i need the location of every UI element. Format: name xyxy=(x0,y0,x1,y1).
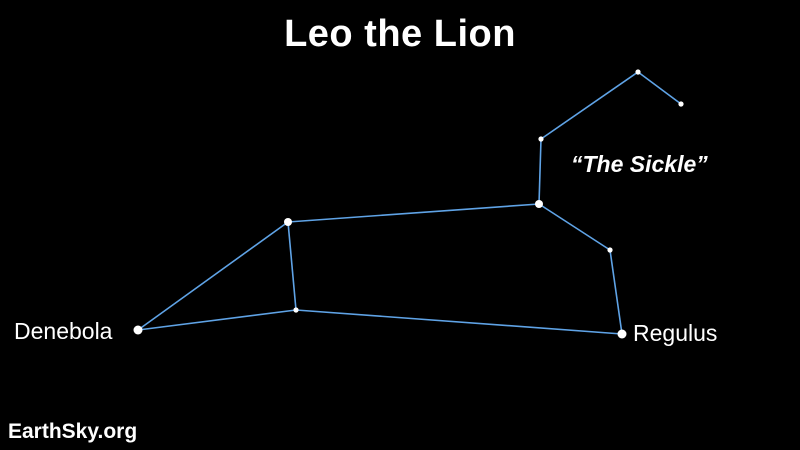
star-algieba xyxy=(535,200,543,208)
star-chest xyxy=(607,247,613,253)
line-chest-regulus xyxy=(609,249,623,335)
constellation-stars xyxy=(133,69,684,339)
line-hip-lower-regulus xyxy=(295,309,623,335)
star-sickle-end xyxy=(678,101,684,107)
earthsky-credit: EarthSky.org xyxy=(8,420,138,443)
line-algieba-chest xyxy=(538,203,611,251)
line-hip-upper-hip-lower xyxy=(287,221,297,311)
line-sickle-top-sickle-end xyxy=(637,71,682,105)
star-denebola xyxy=(133,325,143,335)
constellation-lines xyxy=(137,71,682,335)
star-sickle-top xyxy=(635,69,641,75)
diagram-title: Leo the Lion xyxy=(284,13,516,55)
sickle-asterism-label: “The Sickle” xyxy=(571,151,708,177)
star-label-denebola: Denebola xyxy=(14,318,113,344)
star-regulus xyxy=(617,329,627,339)
line-denebola-hip-upper xyxy=(137,221,289,331)
line-denebola-hip-lower xyxy=(137,309,297,331)
star-sickle-neck xyxy=(538,136,544,142)
star-hip-lower xyxy=(293,307,299,313)
star-hip-upper xyxy=(284,218,292,226)
line-algieba-sickle-neck xyxy=(538,138,542,205)
star-label-regulus: Regulus xyxy=(633,320,718,346)
line-hip-upper-algieba xyxy=(287,203,540,223)
line-sickle-neck-sickle-top xyxy=(540,71,639,140)
